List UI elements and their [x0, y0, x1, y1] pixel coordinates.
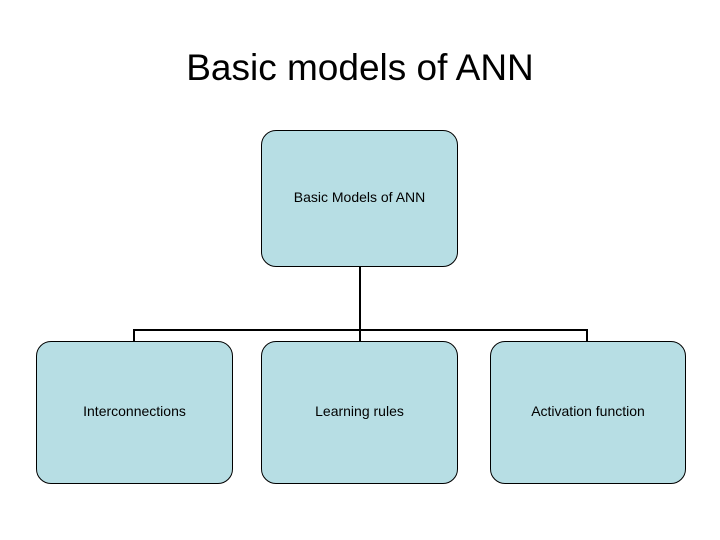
diagram-node-learning-rules-label: Learning rules: [315, 403, 404, 419]
diagram-node-activation-function-label: Activation function: [531, 403, 645, 419]
diagram-node-interconnections-label: Interconnections: [83, 403, 186, 419]
page-title: Basic models of ANN: [186, 47, 534, 88]
connector-drop-middle: [359, 329, 361, 342]
connector-drop-right: [586, 329, 588, 342]
diagram-node-learning-rules[interactable]: Learning rules: [261, 341, 458, 484]
diagram-node-root[interactable]: Basic Models of ANN: [261, 130, 458, 267]
diagram-node-interconnections[interactable]: Interconnections: [36, 341, 233, 484]
connector-drop-left: [133, 329, 135, 342]
connector-trunk-vertical: [359, 266, 361, 331]
diagram-node-root-label: Basic Models of ANN: [293, 189, 426, 205]
diagram-node-activation-function[interactable]: Activation function: [490, 341, 686, 484]
